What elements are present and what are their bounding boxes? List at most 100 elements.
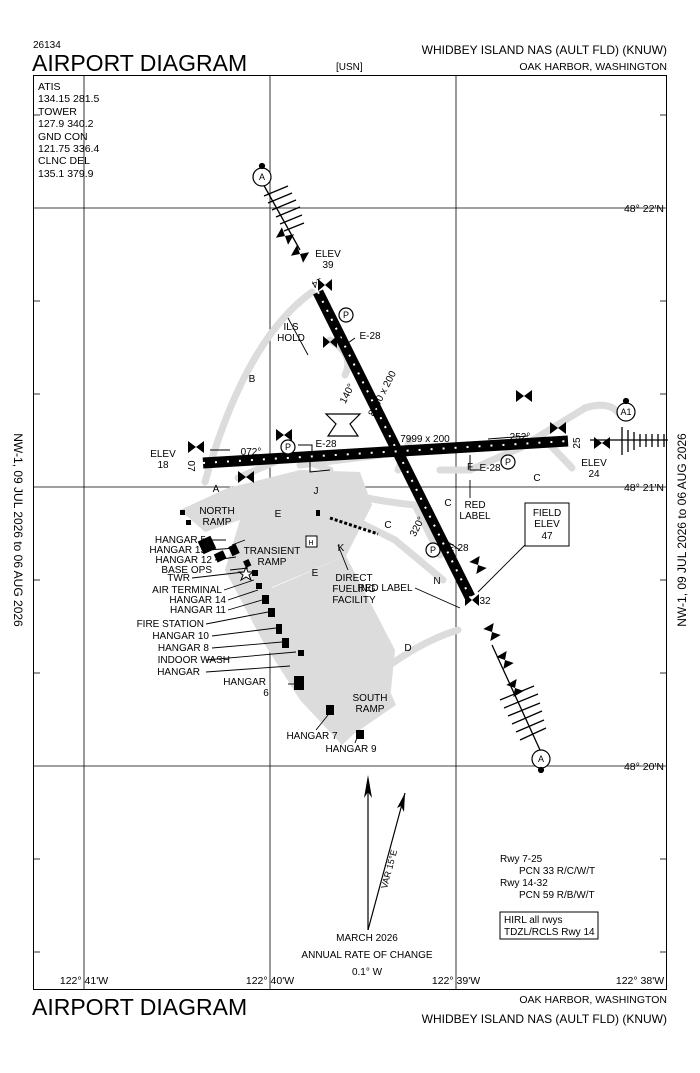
footer-airport-name: WHIDBEY ISLAND NAS (AULT FLD) (KNUW) bbox=[421, 1012, 667, 1026]
field-elev-label: FIELD bbox=[533, 508, 561, 519]
freq-line: GND CON bbox=[38, 130, 88, 143]
pcn-line: Rwy 7-25 bbox=[500, 854, 543, 865]
approach-lights-14 bbox=[261, 181, 305, 251]
lon-label: 122° 39'W bbox=[432, 975, 480, 987]
heading-072: 072° bbox=[241, 447, 262, 458]
facility-labels: HANGAR 5 HANGAR 15 HANGAR 12 BASE OPS TW… bbox=[137, 535, 230, 678]
runway-25-number: 25 bbox=[572, 437, 583, 449]
diagram-frame bbox=[33, 75, 667, 990]
leader-lines bbox=[191, 317, 526, 744]
annual-change-line: MARCH 2026 bbox=[336, 933, 398, 944]
facility-label: HANGAR 10 bbox=[152, 631, 209, 642]
heading-252: 252° bbox=[510, 432, 531, 443]
elev-value: 39 bbox=[322, 260, 334, 271]
area-labels: ILS HOLD RED LABEL RED LABEL NORTH RAMP … bbox=[199, 322, 491, 755]
lighting-line: TDZL/RCLS Rwy 14 bbox=[504, 927, 595, 938]
hangar-7-label: HANGAR 7 bbox=[286, 731, 338, 742]
facility-label: HANGAR 5 bbox=[155, 535, 207, 546]
pcn-block: Rwy 7-25 PCN 33 R/C/W/T Rwy 14-32 PCN 59… bbox=[500, 854, 595, 901]
lighting-box bbox=[499, 911, 599, 940]
facility-label: FIRE STATION bbox=[137, 619, 204, 630]
taxiway-j: J bbox=[314, 486, 319, 497]
elev-value: 18 bbox=[157, 460, 169, 471]
fuel-facility bbox=[305, 516, 379, 548]
field-elev-box bbox=[524, 502, 570, 547]
annual-change: MARCH 2026 ANNUAL RATE OF CHANGE 0.1° W bbox=[301, 933, 432, 978]
taxiway-c: C bbox=[444, 498, 451, 509]
approach-lights-32 bbox=[491, 644, 547, 751]
symbol-letters: A A A1 P P P P H bbox=[259, 172, 632, 764]
runway-numbers: 14 32 07 25 bbox=[185, 275, 583, 607]
parking-letter: P bbox=[285, 442, 291, 452]
hangar-9-label: HANGAR 9 bbox=[325, 744, 377, 755]
facility-label: HANGAR 14 bbox=[169, 595, 226, 606]
e28-markers bbox=[210, 329, 529, 551]
annual-change-line: 0.1° W bbox=[352, 967, 383, 978]
runway-14-number: 14 bbox=[309, 275, 324, 290]
field-elev-label: ELEV bbox=[534, 519, 560, 530]
parking-letter: P bbox=[430, 545, 436, 555]
transient-ramp-label: RAMP bbox=[258, 557, 287, 568]
hangar-6-label: HANGAR bbox=[223, 677, 266, 688]
grid-lines bbox=[33, 75, 667, 990]
page-title: AIRPORT DIAGRAM bbox=[32, 50, 248, 76]
lon-label: 122° 41'W bbox=[60, 975, 108, 987]
lat-label: 48° 20'N bbox=[624, 761, 664, 773]
runway-7-25 bbox=[202, 435, 569, 469]
runway-7-25-dimension: 7999 x 200 bbox=[400, 434, 450, 445]
taxiway-c: C bbox=[384, 520, 391, 531]
hangar-6-label: 6 bbox=[263, 688, 269, 699]
arresting-gear-label: E-28 bbox=[315, 439, 337, 450]
heading-140: 140° bbox=[338, 382, 357, 405]
arresting-gear-label: E-28 bbox=[359, 331, 381, 342]
red-label: RED bbox=[464, 500, 485, 511]
fueling-facility-label: FACILITY bbox=[332, 595, 376, 606]
fueling-facility-label: FUELING bbox=[332, 584, 376, 595]
taxiway-b: B bbox=[249, 374, 256, 385]
parking-letter: P bbox=[343, 310, 349, 320]
facility-label: INDOOR WASH bbox=[158, 655, 230, 666]
hot-spot-symbol bbox=[324, 413, 362, 437]
approach-circles bbox=[252, 162, 636, 774]
transient-ramp-label: TRANSIENT bbox=[244, 546, 301, 557]
freq-line: ATIS bbox=[38, 81, 61, 93]
magnetic-variation: VAR 15°E bbox=[379, 849, 399, 890]
red-label: LABEL bbox=[459, 511, 491, 522]
arresting-gear-label: E-28 bbox=[447, 543, 469, 554]
runway-7-number: 07 bbox=[185, 460, 196, 472]
footer-location: OAK HARBOR, WASHINGTON bbox=[519, 994, 667, 1006]
red-label: RED LABEL bbox=[357, 583, 412, 594]
bowtie-markers bbox=[188, 227, 610, 698]
parking-letter: P bbox=[505, 457, 511, 467]
helipad-letter: H bbox=[308, 540, 313, 547]
approach-a-letter: A bbox=[538, 754, 544, 764]
taxiway-labels: A B C C C D E E J K N F bbox=[213, 374, 541, 654]
facility-label: AIR TERMINAL bbox=[152, 585, 222, 596]
pcn-line: Rwy 14-32 bbox=[500, 878, 548, 889]
freq-line: TOWER bbox=[38, 105, 77, 118]
chart-number: 26134 bbox=[33, 40, 61, 51]
taxiway-d: D bbox=[404, 643, 411, 654]
annual-change-line: ANNUAL RATE OF CHANGE bbox=[301, 950, 432, 961]
facility-label: BASE OPS bbox=[161, 565, 212, 576]
north-arrow bbox=[364, 775, 406, 931]
coordinate-labels: 48° 22'N 48° 21'N 48° 20'N 122° 41'W 122… bbox=[60, 203, 664, 987]
airport-name: WHIDBEY ISLAND NAS (AULT FLD) (KNUW) bbox=[421, 43, 667, 57]
taxiway-e: E bbox=[312, 568, 319, 579]
elev-label: ELEV bbox=[581, 458, 607, 469]
service-tag: [USN] bbox=[336, 62, 363, 73]
ils-hold-label: HOLD bbox=[277, 333, 305, 344]
taxiway-f: F bbox=[467, 462, 473, 473]
facility-label: TWR bbox=[167, 573, 190, 584]
freq-line: 135.1 379.9 bbox=[38, 167, 94, 180]
taxiway-k: K bbox=[338, 543, 345, 554]
north-ramp-label: RAMP bbox=[203, 517, 232, 528]
elev-value: 24 bbox=[588, 469, 600, 480]
fueling-facility-label: DIRECT bbox=[335, 573, 372, 584]
field-elev-value: 47 bbox=[541, 531, 553, 542]
south-ramp-label: SOUTH bbox=[353, 693, 388, 704]
facility-label: HANGAR bbox=[157, 667, 200, 678]
taxiway-c: C bbox=[533, 473, 540, 484]
facility-label: HANGAR 11 bbox=[170, 605, 226, 616]
